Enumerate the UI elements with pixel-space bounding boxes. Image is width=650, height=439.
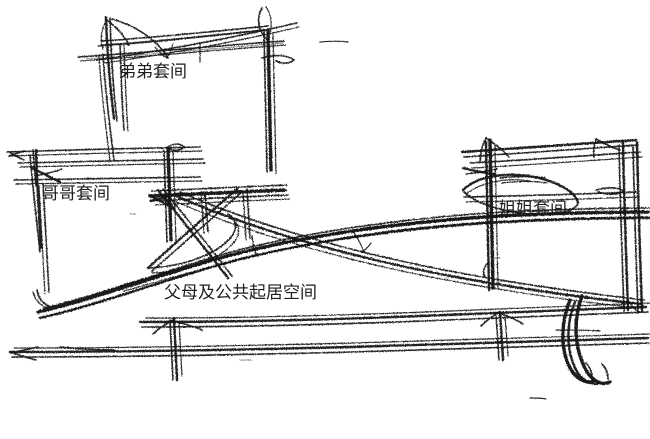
central-x-brace: [146, 184, 291, 280]
zone-label-gege-suite: 哥哥套间: [42, 184, 110, 204]
volume-gege-suite: [6, 143, 206, 309]
lower-floor-plates: [8, 302, 650, 382]
zone-label-didi-suite: 弟弟套间: [119, 62, 187, 82]
zone-label-jiejie-suite: 姐姐套间: [499, 199, 567, 219]
sketch-accents: [129, 40, 547, 400]
volume-didi-suite: [77, 6, 300, 175]
sweeping-roof-curve: [36, 191, 650, 320]
zone-label-parents-and-public-living: 父母及公共起居空间: [164, 283, 317, 303]
volume-jiejie-suite: [460, 137, 644, 386]
